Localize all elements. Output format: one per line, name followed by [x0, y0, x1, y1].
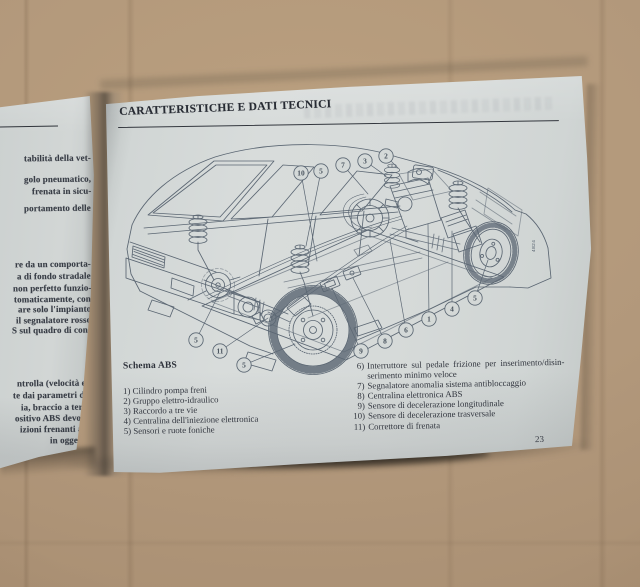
car-cutaway-svg: 10 5 7 3 2 5 11 5 9 8 6 1 4 5 4824: [125, 144, 552, 375]
left-page-text-fragment: S sul quadro di con-: [12, 324, 92, 336]
left-page-text-fragment: ia, braccio a terra: [20, 401, 92, 413]
callout-number: 4: [450, 305, 454, 314]
legend-right-column: 6) Interruttore sul pedale frizione per …: [347, 357, 568, 432]
left-page-text-fragment: non perfetto funzio-: [12, 282, 92, 294]
callout-circle: [353, 343, 369, 359]
left-page-text-fragment: te dai parametri del: [12, 389, 92, 401]
left-page-text-fragment: a di fondo stradale: [17, 270, 92, 282]
engine-and-abs-unit: [350, 164, 523, 253]
left-page-text-fragment: are solo l'impianto: [17, 303, 92, 315]
legend-left-column: 1) Cilindro pompa freni 2) Gruppo elettr…: [123, 384, 259, 437]
callout-circle: [212, 343, 228, 359]
callout-number: 7: [341, 161, 345, 170]
callout-circle: [188, 332, 204, 348]
callout-number: 5: [242, 361, 246, 370]
callout-number: 10: [297, 169, 305, 178]
callout-number: 8: [383, 337, 387, 346]
callout-circle: [398, 322, 414, 338]
title-rule: [118, 120, 559, 129]
callout-circle: [293, 165, 309, 181]
callout-leader-line: [331, 287, 362, 352]
callout-circle: [377, 333, 393, 349]
right-page: CARATTERISTICHE E DATI TECNICI: [105, 76, 592, 473]
front-right-wheel: [463, 221, 519, 285]
front-left-wheel-phonic: [268, 285, 358, 375]
callout-circle: [378, 148, 394, 164]
callout-leader-line: [219, 317, 269, 352]
callout-number: 2: [384, 152, 388, 161]
callout-number: 9: [359, 347, 363, 356]
callout-circle: [357, 153, 373, 169]
callout-number: 3: [363, 157, 367, 166]
callout-number: 5: [473, 294, 477, 303]
callout-number: 6: [404, 326, 408, 335]
deceleration-sensors: [319, 265, 362, 293]
page-number: 23: [534, 433, 545, 445]
callout-leader-line: [389, 239, 407, 331]
left-page-text-fragment: ositivo ABS devono: [15, 412, 92, 424]
callout-circle: [444, 301, 460, 317]
callout-markers: 10 5 7 3 2 5 11 5 9 8 6 1 4 5: [188, 148, 489, 373]
callout-number: 1: [427, 315, 431, 324]
legend-item-5: 5) Sensori e ruote foniche: [123, 424, 215, 437]
left-page-text-fragment: re da un comporta-: [15, 258, 92, 270]
brake-lines: [205, 193, 410, 321]
left-page-text-fragment: golo pneumatico,: [23, 173, 92, 185]
left-page: tabilità della vet-golo pneumatico,frena…: [0, 96, 94, 469]
callout-leader-line: [305, 170, 322, 247]
callout-leader-line: [352, 277, 386, 342]
callout-circle: [335, 157, 351, 173]
callout-number: 11: [217, 347, 224, 356]
callout-leader-line: [195, 291, 221, 341]
callout-circle: [313, 163, 329, 179]
callout-number: 5: [194, 336, 198, 345]
callout-leader-line: [243, 343, 296, 366]
callout-leader-line: [300, 172, 318, 262]
callout-number: 5: [319, 167, 323, 176]
callout-leader-line: [427, 223, 430, 320]
abs-schema-diagram: 10 5 7 3 2 5 11 5 9 8 6 1 4 5 4824: [108, 130, 588, 380]
left-page-header-rule: [0, 125, 59, 128]
callout-circle: [421, 311, 437, 327]
figure-code: 4824: [531, 240, 537, 252]
legend-heading: Schema ABS: [122, 360, 178, 372]
left-page-text-fragment: tabilità della vet-: [24, 152, 92, 164]
left-page-text-fragment: frenata in sicu-: [31, 185, 92, 197]
left-page-text-fragment: ntrolla (velocità ed: [17, 377, 92, 389]
left-page-text-fragment: portamento delle: [24, 202, 92, 214]
callout-circle: [236, 357, 252, 373]
callout-circle: [467, 290, 483, 306]
